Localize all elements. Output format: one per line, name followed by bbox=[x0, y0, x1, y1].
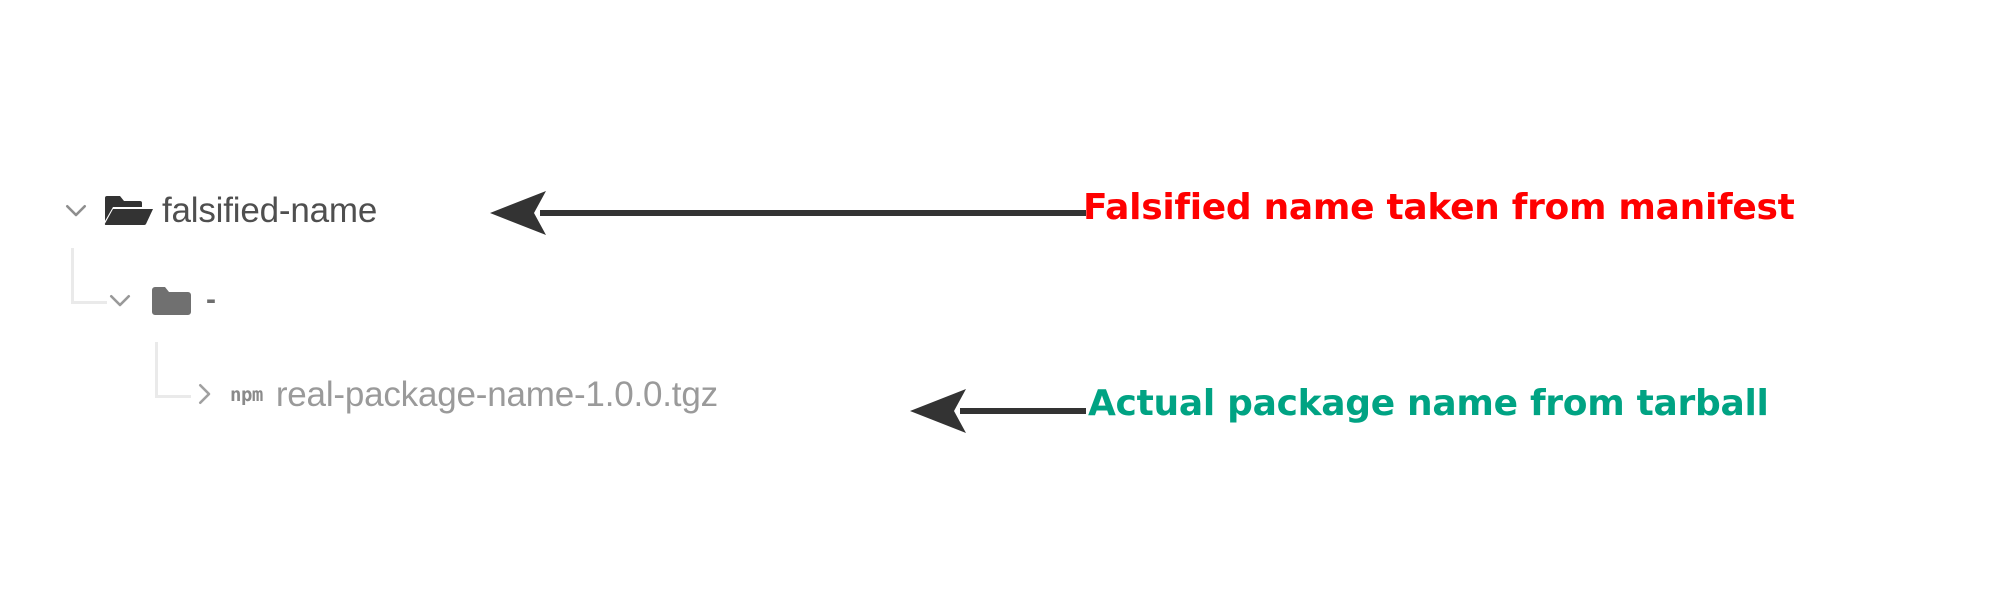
file-tree: falsified-name - bbox=[56, 182, 718, 422]
tree-node-label: real-package-name-1.0.0.tgz bbox=[275, 374, 718, 414]
chevron-down-icon[interactable] bbox=[100, 280, 140, 320]
folder-open-icon bbox=[102, 190, 156, 230]
arrow-left-icon bbox=[488, 190, 1088, 236]
chevron-down-icon[interactable] bbox=[56, 190, 96, 230]
tree-node-dash[interactable]: - bbox=[56, 248, 216, 328]
tree-node-tarball[interactable]: npm real-package-name-1.0.0.tgz bbox=[140, 342, 718, 422]
tree-node-label: - bbox=[206, 283, 216, 316]
tree-guide-line bbox=[140, 342, 191, 422]
tree-node-label: falsified-name bbox=[162, 190, 378, 230]
falsified-name-callout: Falsified name taken from manifest bbox=[1083, 187, 1795, 228]
folder-closed-icon bbox=[146, 280, 200, 320]
npm-package-icon: npm bbox=[230, 384, 263, 406]
arrow-left-icon bbox=[908, 388, 1088, 434]
tree-node-falsified-name[interactable]: falsified-name bbox=[56, 182, 377, 238]
tree-guide-line bbox=[56, 248, 107, 328]
chevron-right-icon[interactable] bbox=[184, 374, 224, 414]
actual-name-callout: Actual package name from tarball bbox=[1088, 383, 1769, 424]
